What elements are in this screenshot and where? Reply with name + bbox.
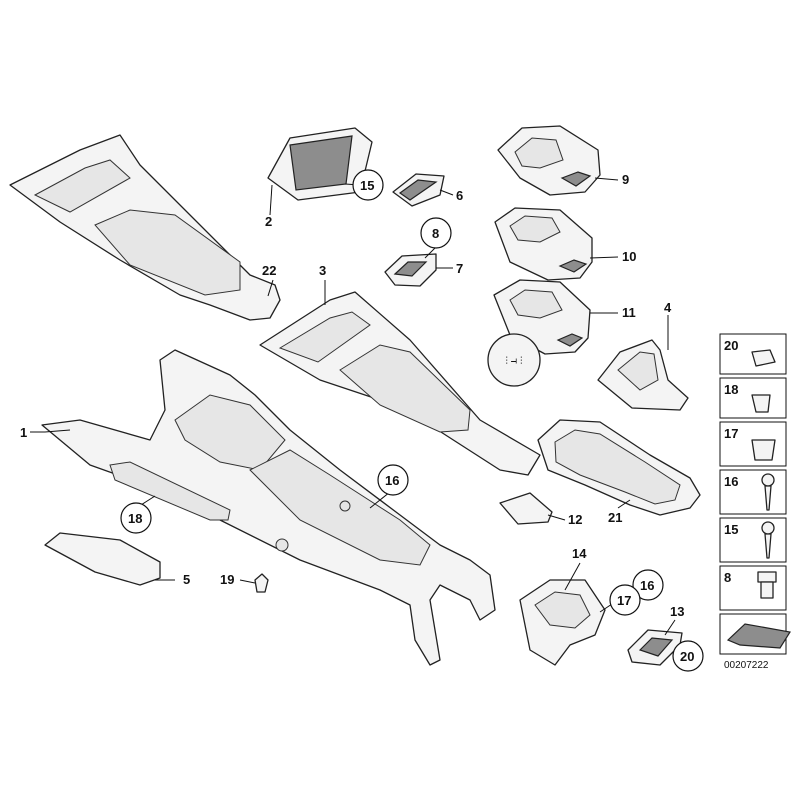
part-9-shift-trim[interactable] — [497, 125, 601, 196]
panel-label-17: 17 — [724, 426, 738, 441]
arrow-icon — [726, 623, 791, 649]
callout-9: 9 — [622, 172, 629, 187]
panel-label-15: 15 — [724, 522, 738, 537]
part-11-shift-trim[interactable]: ⫶ ⊣ ⫶ — [487, 279, 591, 387]
callout-17: 17 — [617, 593, 631, 608]
part-4-shift-gaiter[interactable] — [597, 339, 689, 411]
panel-cell-15 — [719, 517, 787, 563]
callout-18: 18 — [128, 511, 142, 526]
part-12-pad[interactable] — [499, 492, 553, 525]
callout-11: 11 — [622, 305, 636, 320]
fastener-8-plug-icon[interactable] — [757, 571, 777, 599]
shift-pattern-glyph: ⫶ ⊣ ⫶ — [505, 356, 522, 367]
panel-label-18: 18 — [724, 382, 738, 397]
callout-20: 20 — [680, 649, 694, 664]
callout-8: 8 — [432, 226, 439, 241]
callout-15: 15 — [360, 178, 374, 193]
callout-16b: 16 — [640, 578, 654, 593]
callout-numbers: 1 2 3 4 5 6 7 8 9 10 11 12 13 14 15 16 1… — [20, 172, 694, 664]
callout-14: 14 — [572, 546, 587, 561]
part-10-shift-trim[interactable] — [494, 207, 593, 281]
callout-2: 2 — [265, 214, 272, 229]
panel-cell-16 — [719, 469, 787, 515]
callout-7: 7 — [456, 261, 463, 276]
callout-10: 10 — [622, 249, 636, 264]
part-5-trim-strip[interactable] — [44, 532, 161, 586]
fastener-17-icon[interactable] — [751, 439, 776, 461]
circled-callouts — [120, 169, 704, 672]
callout-5: 5 — [183, 572, 190, 587]
callout-13: 13 — [670, 604, 684, 619]
fastener-16-screw-icon[interactable] — [761, 473, 775, 511]
part-1-center-console[interactable] — [41, 349, 496, 666]
callout-6: 6 — [456, 188, 463, 203]
callout-16a: 16 — [385, 473, 399, 488]
fastener-18-icon[interactable] — [751, 394, 771, 413]
callout-21: 21 — [608, 510, 622, 525]
part-2-display-module[interactable] — [267, 127, 373, 201]
panel-label-8: 8 — [724, 570, 731, 585]
part-6-small-housing[interactable] — [392, 173, 445, 207]
callout-4: 4 — [664, 300, 672, 315]
part-3-center-trim[interactable] — [259, 291, 541, 476]
part-14-bracket[interactable] — [519, 579, 606, 666]
part-7-switch[interactable] — [384, 253, 437, 287]
part-19-clip[interactable] — [254, 573, 269, 593]
fastener-panel: 20 18 17 16 15 8 00207222 — [719, 333, 791, 671]
panel-label-20: 20 — [724, 338, 738, 353]
callout-19: 19 — [220, 572, 234, 587]
fastener-15-screw-icon[interactable] — [761, 521, 775, 559]
fastener-20-icon[interactable] — [751, 349, 776, 367]
part-21-frame[interactable] — [537, 419, 701, 516]
callout-3: 3 — [319, 263, 326, 278]
diagram-code: 00207222 — [724, 660, 769, 671]
panel-label-16: 16 — [724, 474, 738, 489]
callout-1: 1 — [20, 425, 27, 440]
callout-12: 12 — [568, 512, 582, 527]
part-22-trim-panel[interactable] — [9, 134, 281, 321]
callout-22: 22 — [262, 263, 276, 278]
